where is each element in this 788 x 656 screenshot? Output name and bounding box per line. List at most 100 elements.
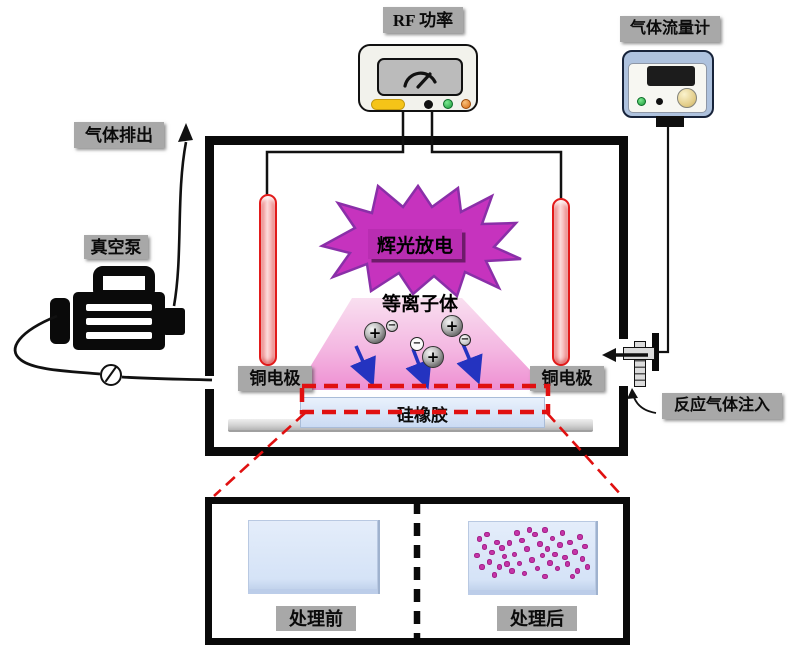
pump-slat — [86, 304, 152, 311]
gas-feed-line — [650, 126, 670, 354]
treatment-dot — [584, 564, 591, 570]
minus-symbol: − — [412, 338, 422, 349]
treatment-dot — [542, 527, 548, 533]
vacuum-chamber — [205, 136, 628, 456]
copper-electrode-left — [259, 194, 277, 366]
reactive-gas-injection-label: 反应气体注入 — [662, 393, 782, 419]
pressure-gauge-icon — [100, 364, 122, 386]
before-sample — [248, 520, 378, 594]
pump-outlet-port — [163, 308, 185, 335]
treatment-dot — [582, 543, 588, 550]
copper-electrode-right — [552, 198, 570, 366]
electron-badge: − — [459, 334, 471, 346]
treatment-dot — [506, 540, 513, 546]
plus-symbol: + — [445, 317, 459, 335]
treatment-dot — [544, 546, 551, 552]
treatment-dot — [504, 561, 510, 567]
flow-meter-knob[interactable] — [677, 88, 697, 108]
treatment-dot — [572, 549, 578, 555]
treatment-dot — [542, 573, 548, 580]
flow-meter-led-green — [637, 97, 646, 106]
pump-inlet-port — [50, 298, 70, 344]
glow-discharge-text: 辉光放电 — [376, 235, 453, 257]
vacuum-pump-label: 真空泵 — [84, 235, 148, 259]
flow-meter-led-black — [656, 98, 663, 105]
rf-power-label: RF 功率 — [383, 7, 463, 33]
treatment-dot — [537, 541, 543, 547]
plus-symbol: + — [368, 324, 382, 342]
gas-flow-meter-label: 气体流量计 — [620, 16, 720, 42]
treatment-dot — [567, 539, 573, 546]
treatment-dot — [474, 552, 480, 559]
after-sample — [468, 521, 596, 595]
rf-power-supply — [358, 44, 478, 112]
treatment-dot — [516, 560, 523, 567]
arrow-up-icon — [178, 123, 193, 142]
copper-electrode-right-label: 铜电极 — [530, 366, 604, 391]
minus-symbol: − — [387, 320, 397, 331]
gauge-needle — [105, 366, 117, 382]
positive-ion-sphere: + — [364, 322, 386, 344]
rf-led-orange — [461, 99, 471, 109]
treatment-dot — [486, 559, 493, 565]
glow-discharge-label: 辉光放电 — [368, 229, 462, 259]
flow-meter-face — [628, 63, 707, 113]
treatment-dot — [554, 565, 561, 572]
treatment-dot — [511, 551, 518, 558]
treatment-dot — [489, 549, 495, 556]
silicone-rubber-sample: 硅橡胶 — [300, 397, 545, 428]
treatment-dot — [557, 542, 563, 548]
gas-exhaust-label: 气体排出 — [74, 122, 164, 148]
treatment-dot — [491, 572, 498, 578]
vacuum-pump-icon — [50, 262, 190, 354]
treatment-dot — [524, 546, 530, 552]
gas-inlet-valve — [623, 347, 655, 360]
positive-ion-sphere: + — [441, 315, 463, 337]
treatment-dot — [534, 565, 541, 572]
treatment-dot — [532, 531, 538, 538]
chamber-wall-gap-left — [203, 376, 216, 389]
plasma-label: 等离子体 — [381, 294, 458, 315]
flow-meter-display — [647, 66, 695, 86]
treatment-dot — [529, 557, 535, 563]
pump-slat — [86, 332, 152, 339]
treatment-dot — [496, 564, 503, 570]
before-treatment-label: 处理前 — [276, 606, 356, 631]
treatment-dot — [526, 527, 533, 533]
treatment-dot — [564, 561, 571, 567]
gas-flow-meter — [622, 50, 714, 118]
treatment-dot — [577, 534, 583, 540]
positive-ion-sphere: + — [422, 346, 444, 368]
treatment-dot — [562, 554, 568, 561]
treatment-dot — [519, 537, 525, 544]
treatment-dot — [569, 573, 576, 580]
rf-display — [377, 58, 463, 96]
copper-electrode-left-label: 铜电极 — [238, 366, 312, 391]
treatment-dot — [501, 553, 508, 560]
rf-led-black — [424, 100, 433, 109]
curved-arrow-icon — [627, 388, 638, 399]
pump-slat — [86, 318, 152, 325]
treatment-dot — [579, 556, 586, 562]
electron-badge: − — [386, 320, 398, 332]
minus-symbol: − — [460, 334, 470, 345]
electron-badge: − — [410, 337, 424, 351]
treatment-dot — [559, 530, 566, 536]
rf-power-button[interactable] — [371, 99, 405, 110]
gauge-icon — [403, 71, 437, 89]
treatment-dot — [479, 564, 485, 570]
treatment-dot — [521, 570, 528, 577]
treatment-dot — [494, 539, 500, 546]
rf-led-green — [443, 99, 453, 109]
treatment-dot — [514, 530, 520, 536]
after-treatment-label: 处理后 — [497, 606, 577, 631]
treatment-dot — [539, 552, 546, 559]
treatment-dot — [499, 545, 505, 551]
treatment-dot — [574, 568, 581, 574]
callout-arrow-line — [632, 393, 657, 414]
plus-symbol: + — [426, 348, 440, 366]
vacuum-hose — [121, 375, 213, 382]
treatment-dot — [481, 544, 488, 550]
pump-body — [73, 292, 165, 350]
